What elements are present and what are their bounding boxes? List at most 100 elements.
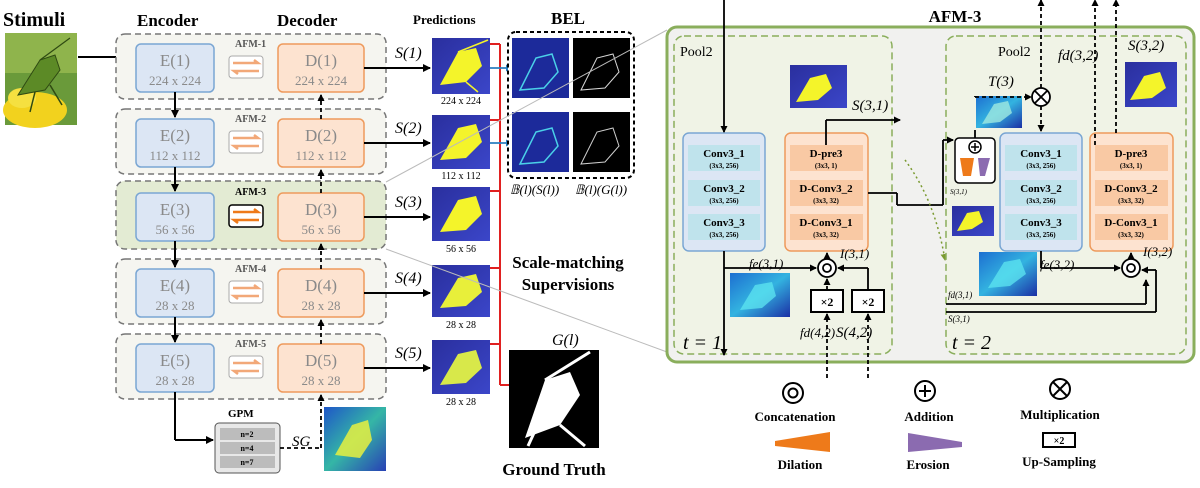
prediction-1 bbox=[432, 38, 490, 94]
legend-up-icon-label: ×2 bbox=[1054, 436, 1065, 447]
gpm-label: GPM bbox=[228, 408, 254, 420]
t2-i-label: I(3,2) bbox=[1142, 244, 1172, 259]
decoder-label-5: D(5) bbox=[305, 351, 337, 370]
s-symbol-2: S(2) bbox=[395, 120, 422, 137]
t2-fd-out-label: fd(3,2) bbox=[1058, 48, 1098, 64]
ground-truth-symbol: G(l) bbox=[552, 332, 579, 349]
t2-dconv3-2: D-Conv3_2 bbox=[1104, 183, 1158, 195]
t2-t3-label: T(3) bbox=[988, 74, 1014, 90]
t1-upsample-2: ×2 bbox=[851, 289, 885, 313]
t1-conv3-2: Conv3_2 bbox=[703, 183, 745, 195]
t1-flow-arrows bbox=[720, 0, 943, 356]
t2-fe-label: fe(3,2) bbox=[1040, 257, 1074, 272]
prediction-2 bbox=[432, 115, 490, 169]
prediction-3 bbox=[432, 187, 490, 241]
exchange-icon-1 bbox=[228, 55, 264, 79]
t2-conv3-2-spec: (3x3, 256) bbox=[1026, 197, 1056, 205]
t1-dconv3-2: D-Conv3_2 bbox=[799, 183, 853, 195]
encoder-res-3: 56 x 56 bbox=[156, 222, 196, 237]
t2-conv3-1-spec: (3x3, 256) bbox=[1026, 162, 1056, 170]
stage-4: AFM-4 E(4) 28 x 28 D(4) 28 x 28 bbox=[115, 258, 387, 325]
t1-dpre3-spec: (3x3, 1) bbox=[815, 162, 838, 170]
dilation-icon bbox=[775, 432, 830, 452]
decoder-label-4: D(4) bbox=[305, 276, 337, 295]
t2-fe-heatmap bbox=[979, 252, 1037, 296]
t1-time-label: t = 1 bbox=[683, 332, 722, 354]
t2-conv3-1: Conv3_1 bbox=[1020, 148, 1062, 160]
t2-flow-arrows bbox=[942, 130, 1157, 313]
encoder-label-5: E(5) bbox=[160, 351, 190, 370]
afm-2-label: AFM-2 bbox=[235, 114, 266, 125]
t2-s31-small-label: S(3,1) bbox=[950, 188, 968, 196]
t2-conv3-3: Conv3_3 bbox=[1020, 217, 1062, 229]
stage-1: AFM-1 E(1) 224 x 224 D(1) 224 x 224 bbox=[115, 33, 387, 100]
decoder-label-2: D(2) bbox=[305, 126, 337, 145]
decoder-res-2: 112 x 112 bbox=[295, 148, 346, 163]
t2-dashed-arrows bbox=[974, 0, 1120, 145]
gpm-output-symbol: SG bbox=[292, 434, 311, 450]
multiplication-icon bbox=[1049, 378, 1071, 400]
time-flow-arrow bbox=[904, 159, 948, 261]
gpm-row-1: n=2 bbox=[240, 430, 253, 439]
exchange-icon-3 bbox=[228, 204, 264, 228]
stage-5: AFM-5 E(5) 28 x 28 D(5) 28 x 28 bbox=[115, 333, 387, 400]
legend-upsampling: Up-Sampling bbox=[1022, 454, 1096, 469]
decoder-res-5: 28 x 28 bbox=[302, 373, 341, 388]
encoder-label-4: E(4) bbox=[160, 276, 190, 295]
legend-dilation: Dilation bbox=[778, 457, 824, 472]
legend: Concatenation Addition Multiplication Di… bbox=[755, 378, 1100, 472]
t1-fd-in-label: fd(4,2) bbox=[800, 325, 835, 340]
t1-conv3-1-spec: (3x3, 256) bbox=[709, 162, 739, 170]
t2-time-label: t = 2 bbox=[952, 332, 991, 354]
prediction-res-5: 28 x 28 bbox=[446, 397, 476, 408]
t1-s-in-label: S(4,2) bbox=[836, 325, 872, 341]
stage-3: AFM-3 E(3) 56 x 56 D(3) 56 x 56 bbox=[115, 180, 387, 250]
decoder-label-1: D(1) bbox=[305, 51, 337, 70]
t1-i-label: I(3,1) bbox=[839, 246, 869, 261]
upsampling-icon: ×2 bbox=[1042, 432, 1076, 448]
t1-upsample-1: ×2 bbox=[810, 289, 844, 313]
bel-heading: BEL bbox=[551, 9, 585, 28]
stage-2: AFM-2 E(2) 112 x 112 D(2) 112 x 112 bbox=[115, 108, 387, 175]
prediction-res-4: 28 x 28 bbox=[446, 320, 476, 331]
encoder-label-1: E(1) bbox=[160, 51, 190, 70]
s-symbol-3: S(3) bbox=[395, 194, 422, 211]
encoder-res-2: 112 x 112 bbox=[149, 148, 200, 163]
t1-s-out-label: S(3,1) bbox=[852, 98, 888, 114]
gpm-row-2: n=4 bbox=[240, 444, 253, 453]
t1-conv3-3-spec: (3x3, 256) bbox=[709, 231, 739, 239]
t1-up-1-label: ×2 bbox=[821, 295, 834, 309]
afm3-title: AFM-3 bbox=[929, 7, 982, 26]
t1-up-2-label: ×2 bbox=[862, 295, 875, 309]
encoder-res-1: 224 x 224 bbox=[149, 73, 202, 88]
bel-panel bbox=[507, 31, 635, 179]
decoder-res-4: 28 x 28 bbox=[302, 298, 341, 313]
t1-pool-label: Pool2 bbox=[680, 45, 713, 60]
encoder-heading: Encoder bbox=[137, 11, 199, 30]
prediction-5 bbox=[432, 340, 490, 394]
t1-conv3-1: Conv3_1 bbox=[703, 148, 745, 160]
encoder-res-4: 28 x 28 bbox=[156, 298, 195, 313]
t2-dpre3-spec: (3x3, 1) bbox=[1120, 162, 1143, 170]
encoder-res-5: 28 x 28 bbox=[156, 373, 195, 388]
t2-fd-in-label: fd(3,1) bbox=[948, 290, 972, 300]
decoder-label-3: D(3) bbox=[305, 200, 337, 219]
decoder-res-3: 56 x 56 bbox=[302, 222, 342, 237]
legend-addition: Addition bbox=[904, 409, 954, 424]
t1-dconv3-2-spec: (3x3, 32) bbox=[813, 197, 839, 205]
t2-dconv3-1-spec: (3x3, 32) bbox=[1118, 231, 1144, 239]
t1-dashed-arrows bbox=[823, 278, 872, 378]
t1-dconv3-1-spec: (3x3, 32) bbox=[813, 231, 839, 239]
t1-dconv3-1: D-Conv3_1 bbox=[799, 217, 852, 229]
concatenation-icon bbox=[782, 382, 804, 404]
bel-caption-a: 𝔹(l)(S(l)) bbox=[510, 182, 559, 197]
decoder-res-1: 224 x 224 bbox=[295, 73, 348, 88]
decoder-heading: Decoder bbox=[277, 11, 338, 30]
t1-s31-thumbnail bbox=[790, 65, 847, 108]
t1-concat-icon bbox=[817, 258, 837, 278]
scale-matching-line-2: Supervisions bbox=[522, 275, 615, 294]
afm-5-label: AFM-5 bbox=[235, 339, 266, 350]
t2-conv3-3-spec: (3x3, 256) bbox=[1026, 231, 1056, 239]
encoder-label-3: E(3) bbox=[160, 200, 190, 219]
legend-erosion: Erosion bbox=[906, 457, 950, 472]
